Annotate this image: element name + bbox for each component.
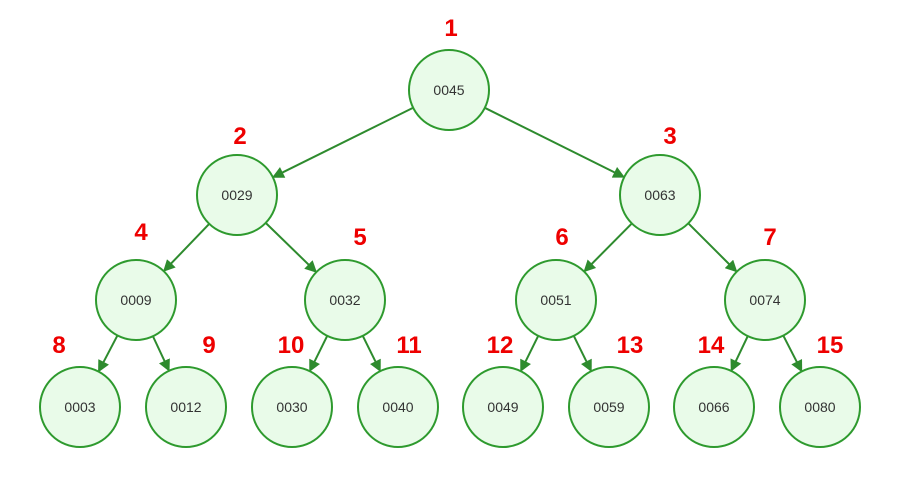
node-index-label-14: 14	[698, 332, 725, 359]
node-value: 0003	[64, 399, 95, 415]
node-value: 0029	[221, 187, 252, 203]
node-circle	[779, 366, 861, 448]
edge-2-to-4	[163, 223, 210, 272]
tree-node-6: 0051	[515, 259, 597, 341]
node-circle	[724, 259, 806, 341]
node-circle	[95, 259, 177, 341]
node-circle	[515, 259, 597, 341]
edges	[98, 106, 803, 373]
node-value: 0040	[382, 399, 413, 415]
node-circle	[145, 366, 227, 448]
node-index-label-2: 2	[233, 123, 246, 150]
node-value: 0030	[276, 399, 307, 415]
edge-1-to-3	[484, 106, 626, 178]
edge-5-to-11	[361, 335, 381, 373]
node-index-label-13: 13	[617, 332, 644, 359]
node-index-label-5: 5	[353, 224, 366, 251]
tree-node-5: 0032	[304, 259, 386, 341]
tree-node-3: 0063	[619, 154, 701, 236]
tree-node-7: 0074	[724, 259, 806, 341]
node-index-label-9: 9	[202, 332, 215, 359]
node-circle	[196, 154, 278, 236]
node-index-label-7: 7	[763, 224, 776, 251]
node-index-label-3: 3	[663, 123, 676, 150]
node-value: 0059	[593, 399, 624, 415]
node-index-label-12: 12	[487, 332, 514, 359]
node-circle	[568, 366, 650, 448]
node-circle	[357, 366, 439, 448]
edge-3-to-6	[583, 222, 633, 273]
node-index-label-6: 6	[555, 224, 568, 251]
edge-7-to-15	[782, 335, 803, 373]
tree-node-10: 0030	[251, 366, 333, 448]
node-value: 0074	[749, 292, 780, 308]
edge-7-to-14	[730, 335, 749, 372]
tree-node-13: 0059	[568, 366, 650, 448]
node-index-label-11: 11	[396, 332, 421, 359]
nodes: 0045 0029 0063 0009 0032 0051 0074 0003 0012 0030…	[39, 49, 861, 448]
node-value: 0066	[698, 399, 729, 415]
node-index-label-15: 15	[817, 332, 844, 359]
tree-node-11: 0040	[357, 366, 439, 448]
node-circle	[619, 154, 701, 236]
node-value: 0080	[804, 399, 835, 415]
node-value: 0051	[540, 292, 571, 308]
node-circle	[673, 366, 755, 448]
edge-1-to-2	[271, 106, 414, 178]
edge-3-to-7	[687, 222, 738, 273]
node-circle	[39, 366, 121, 448]
tree-node-1: 0045	[408, 49, 490, 131]
node-index-label-10: 10	[278, 332, 305, 359]
node-value: 0032	[329, 292, 360, 308]
edge-4-to-9	[152, 335, 170, 372]
node-value: 0063	[644, 187, 675, 203]
edge-6-to-12	[520, 335, 540, 373]
tree-node-9: 0012	[145, 366, 227, 448]
tree-node-14: 0066	[673, 366, 755, 448]
node-value: 0012	[170, 399, 201, 415]
edge-4-to-8	[98, 334, 119, 373]
node-index-label-1: 1	[444, 15, 457, 42]
node-index-label-4: 4	[134, 219, 148, 246]
node-value: 0049	[487, 399, 518, 415]
tree-node-2: 0029	[196, 154, 278, 236]
edge-2-to-5	[264, 222, 318, 273]
edge-6-to-13	[572, 335, 592, 373]
node-circle	[304, 259, 386, 341]
node-circle	[251, 366, 333, 448]
node-value: 0045	[433, 82, 464, 98]
node-circle	[408, 49, 490, 131]
tree-node-4: 0009	[95, 259, 177, 341]
edge-5-to-10	[309, 335, 329, 373]
tree-node-8: 0003	[39, 366, 121, 448]
node-index-label-8: 8	[52, 332, 65, 359]
tree-node-15: 0080	[779, 366, 861, 448]
tree-node-12: 0049	[462, 366, 544, 448]
node-circle	[462, 366, 544, 448]
node-value: 0009	[120, 292, 151, 308]
